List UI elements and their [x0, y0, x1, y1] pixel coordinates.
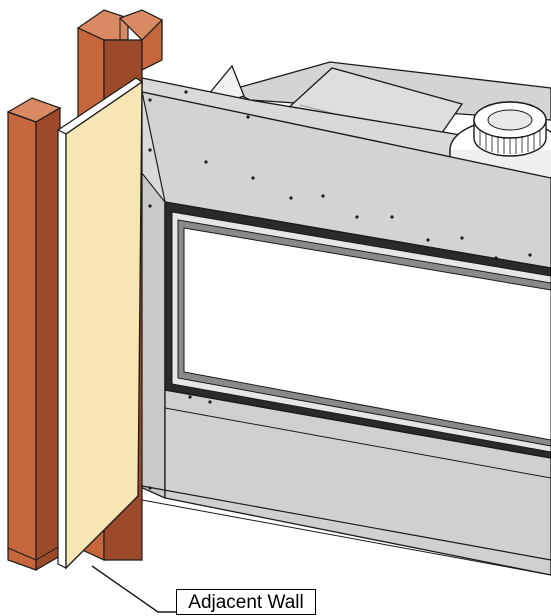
callout-label: Adjacent Wall [188, 591, 304, 613]
front-stud [6, 97, 62, 572]
window-glass [183, 227, 551, 441]
adjacent-wall-callout: Adjacent Wall [176, 589, 316, 615]
screw-holes [148, 90, 532, 490]
callout-leader-line [91, 565, 176, 613]
drywall-sheet [56, 77, 144, 570]
